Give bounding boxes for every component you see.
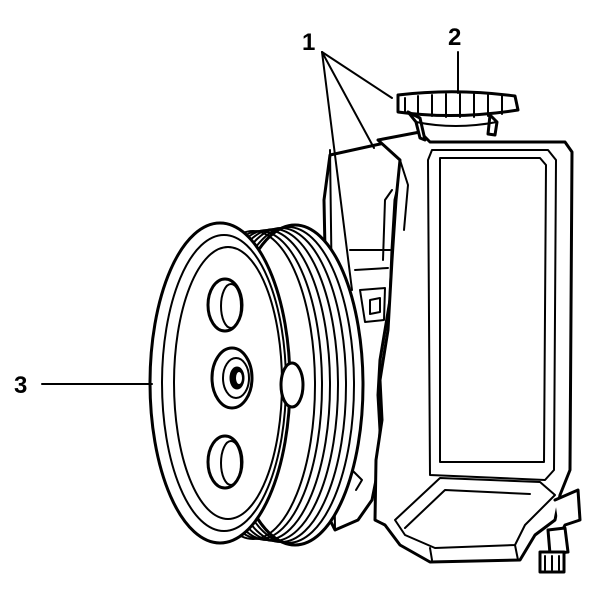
callout-3: 3: [14, 372, 27, 399]
leader-lines: [41, 51, 459, 385]
pulley: [148, 221, 365, 547]
callout-1: 1: [302, 29, 315, 56]
reservoir-cap: [396, 90, 520, 142]
fluid-reservoir: [373, 130, 582, 574]
callout-2: 2: [448, 24, 461, 51]
